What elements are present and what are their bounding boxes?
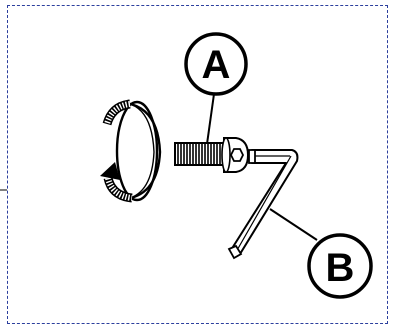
rotation-arrow-icon (100, 99, 162, 203)
callout-b-circle (307, 233, 373, 299)
callout-a-leader (206, 93, 215, 145)
hex-key-icon (227, 149, 299, 260)
callout-b-leader (269, 208, 318, 241)
callout-b: B (307, 233, 373, 299)
callout-a: A (184, 32, 248, 96)
dashed-frame (7, 5, 388, 324)
callout-b-label: B (326, 246, 355, 290)
screw-icon (174, 137, 250, 173)
callout-a-circle (184, 32, 248, 96)
callout-a-label: A (202, 43, 231, 87)
